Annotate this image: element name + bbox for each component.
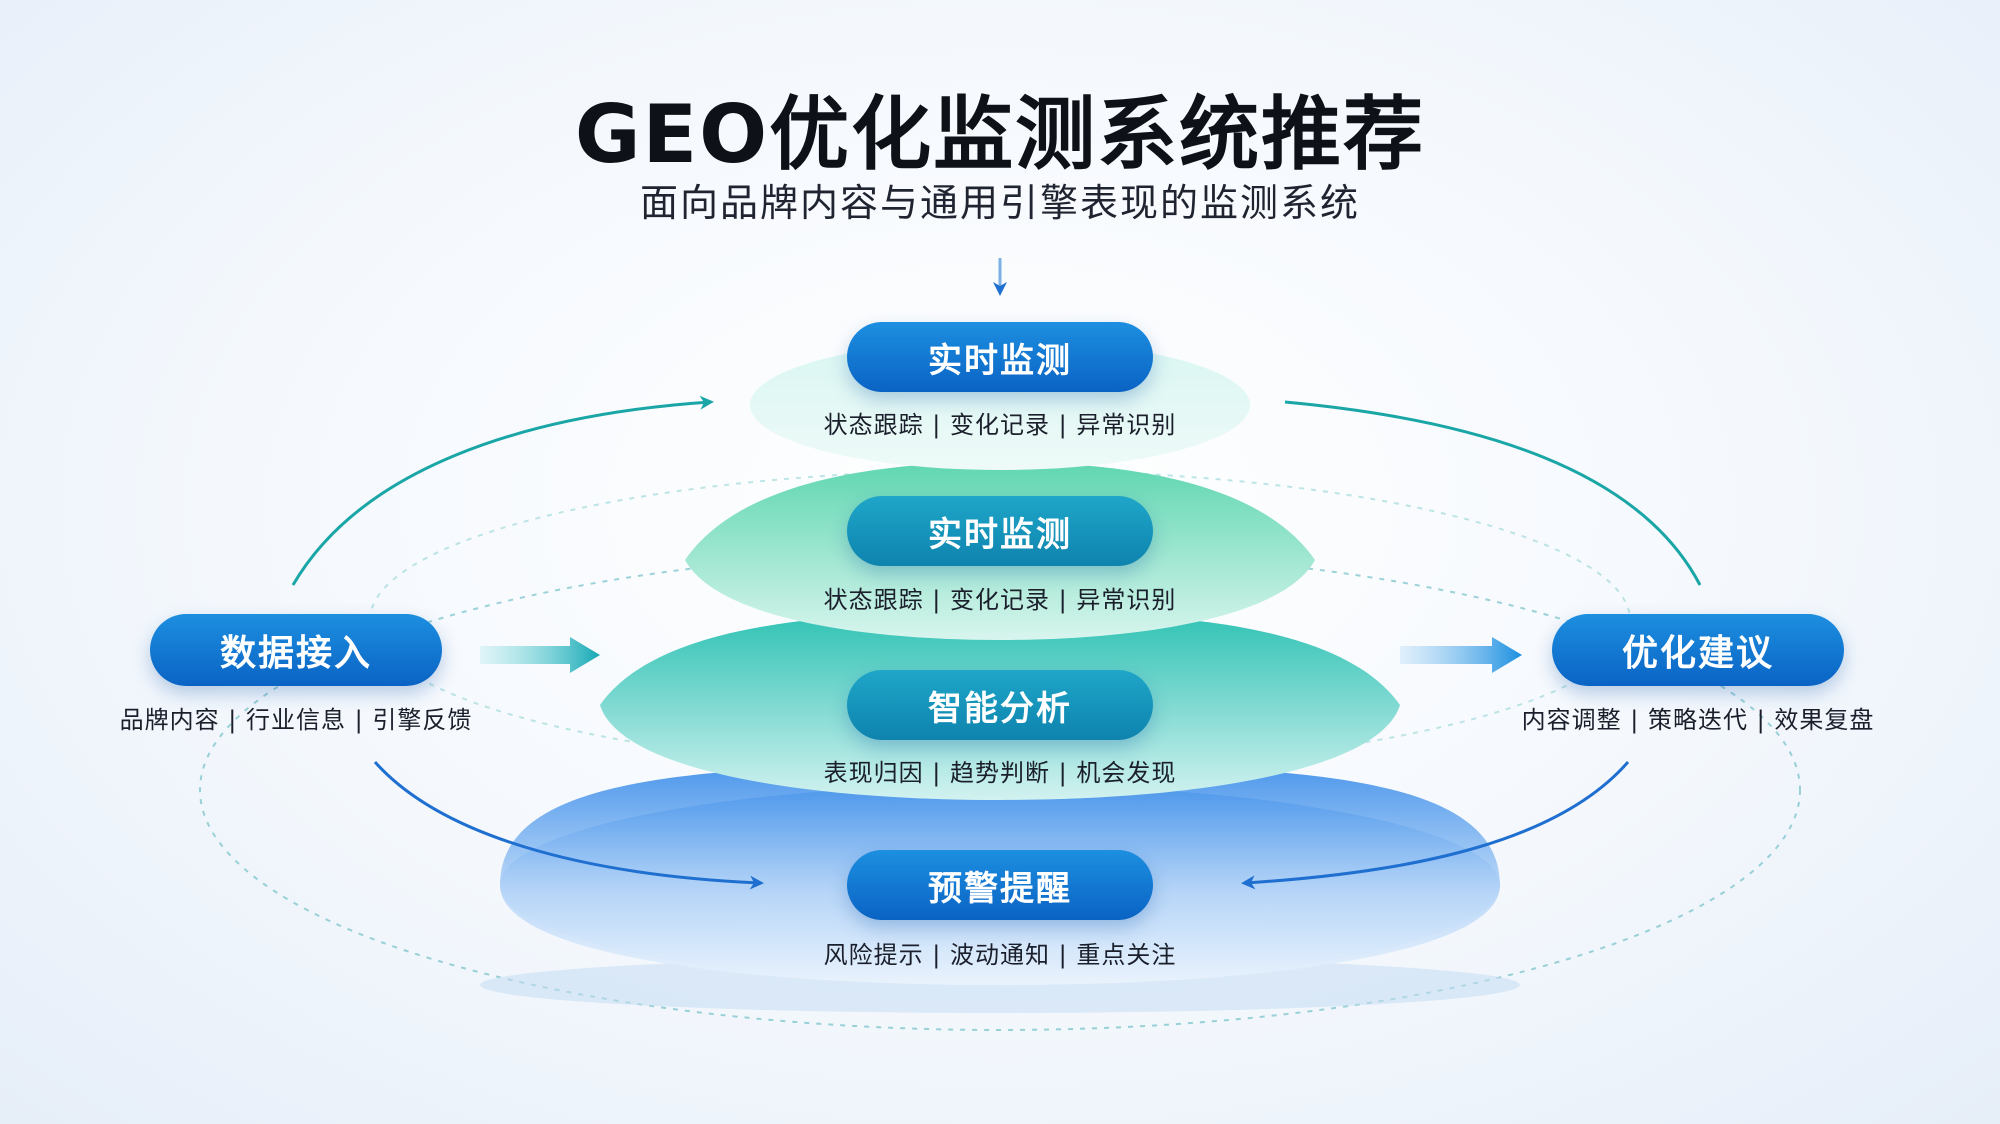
right-node-label: 优化建议 <box>1552 614 1844 686</box>
arc-top-to-right <box>1284 400 1702 586</box>
arrow-center-to-output <box>1400 637 1522 673</box>
layer-3-desc: 表现归因 | 趋势判断 | 机会发现 <box>823 759 1177 787</box>
layer-3-label: 智能分析 <box>847 670 1153 740</box>
right-node-desc: 内容调整 | 策略迭代 | 效果复盘 <box>1521 706 1875 734</box>
layer-4-label: 预警提醒 <box>847 850 1153 920</box>
left-node-label: 数据接入 <box>150 614 442 686</box>
layer-2-label: 实时监测 <box>847 496 1153 566</box>
arrow-input-to-center <box>480 637 600 673</box>
layer-2-desc: 状态跟踪 | 变化记录 | 异常识别 <box>823 586 1177 614</box>
page-title: GEO优化监测系统推荐 <box>574 88 1426 181</box>
left-node-desc: 品牌内容 | 行业信息 | 引擎反馈 <box>119 706 473 734</box>
arc-right-to-bottom <box>1241 761 1630 890</box>
page-subtitle: 面向品牌内容与通用引擎表现的监测系统 <box>639 181 1360 225</box>
arc-left-to-top <box>291 395 714 586</box>
layer-4-desc: 风险提示 | 波动通知 | 重点关注 <box>823 941 1177 969</box>
layer-1-desc: 状态跟踪 | 变化记录 | 异常识别 <box>823 411 1177 439</box>
arc-left-to-bottom <box>373 761 764 890</box>
layer-1-label: 实时监测 <box>847 322 1153 392</box>
